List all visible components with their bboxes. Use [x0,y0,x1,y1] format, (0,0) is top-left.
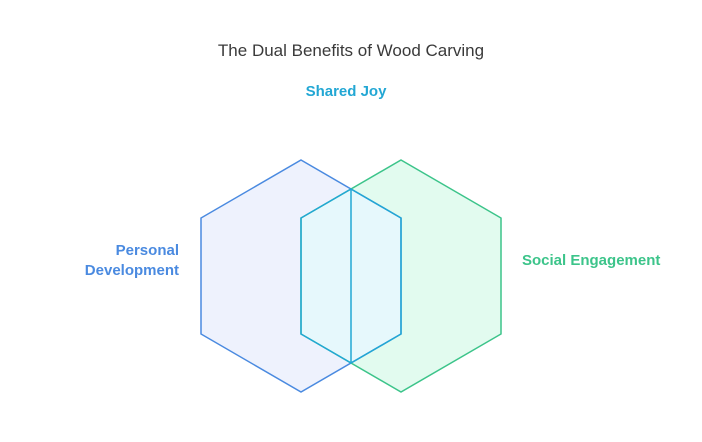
personal-label-line-1: Personal [115,242,179,259]
shared-joy-outline-left [350,187,402,365]
personal-development-label: Personal Development [19,241,179,281]
diagram-title: The Dual Benefits of Wood Carving [217,41,485,60]
personal-label-line-2: Development [84,262,179,279]
shared-joy-outline-right [300,160,401,392]
social-engagement-label: Social Engagement [522,252,661,269]
shared-joy-label: Shared Joy [305,83,387,100]
